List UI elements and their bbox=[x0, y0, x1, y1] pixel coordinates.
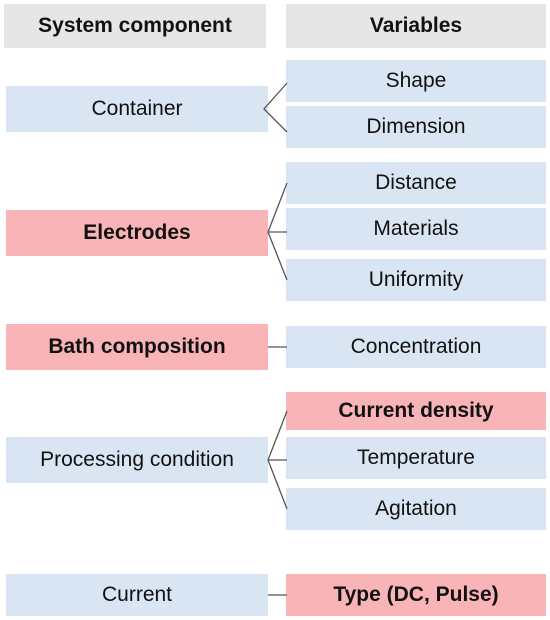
component-electrodes: Electrodes bbox=[6, 210, 268, 256]
connector-electrodes-bottom bbox=[267, 231, 288, 281]
variable-concentration: Concentration bbox=[286, 326, 546, 368]
variable-agitation: Agitation bbox=[286, 488, 546, 530]
component-current: Current bbox=[6, 574, 268, 616]
variable-dimension: Dimension bbox=[286, 106, 546, 148]
variable-current-density: Current density bbox=[286, 392, 546, 430]
variable-shape: Shape bbox=[286, 60, 546, 102]
component-container: Container bbox=[6, 86, 268, 132]
component-bath-composition: Bath composition bbox=[6, 324, 268, 370]
connector-electrodes-top bbox=[267, 182, 288, 233]
connector-processing-top bbox=[267, 410, 288, 461]
variable-uniformity: Uniformity bbox=[286, 259, 546, 301]
component-processing-condition: Processing condition bbox=[6, 437, 268, 483]
variable-distance: Distance bbox=[286, 162, 546, 204]
header-system-component: System component bbox=[4, 4, 266, 48]
variable-temperature: Temperature bbox=[286, 437, 546, 479]
variable-materials: Materials bbox=[286, 208, 546, 250]
connector-processing-bottom bbox=[267, 459, 288, 510]
variable-type-dc-pulse: Type (DC, Pulse) bbox=[286, 574, 546, 616]
header-variables: Variables bbox=[286, 4, 546, 48]
